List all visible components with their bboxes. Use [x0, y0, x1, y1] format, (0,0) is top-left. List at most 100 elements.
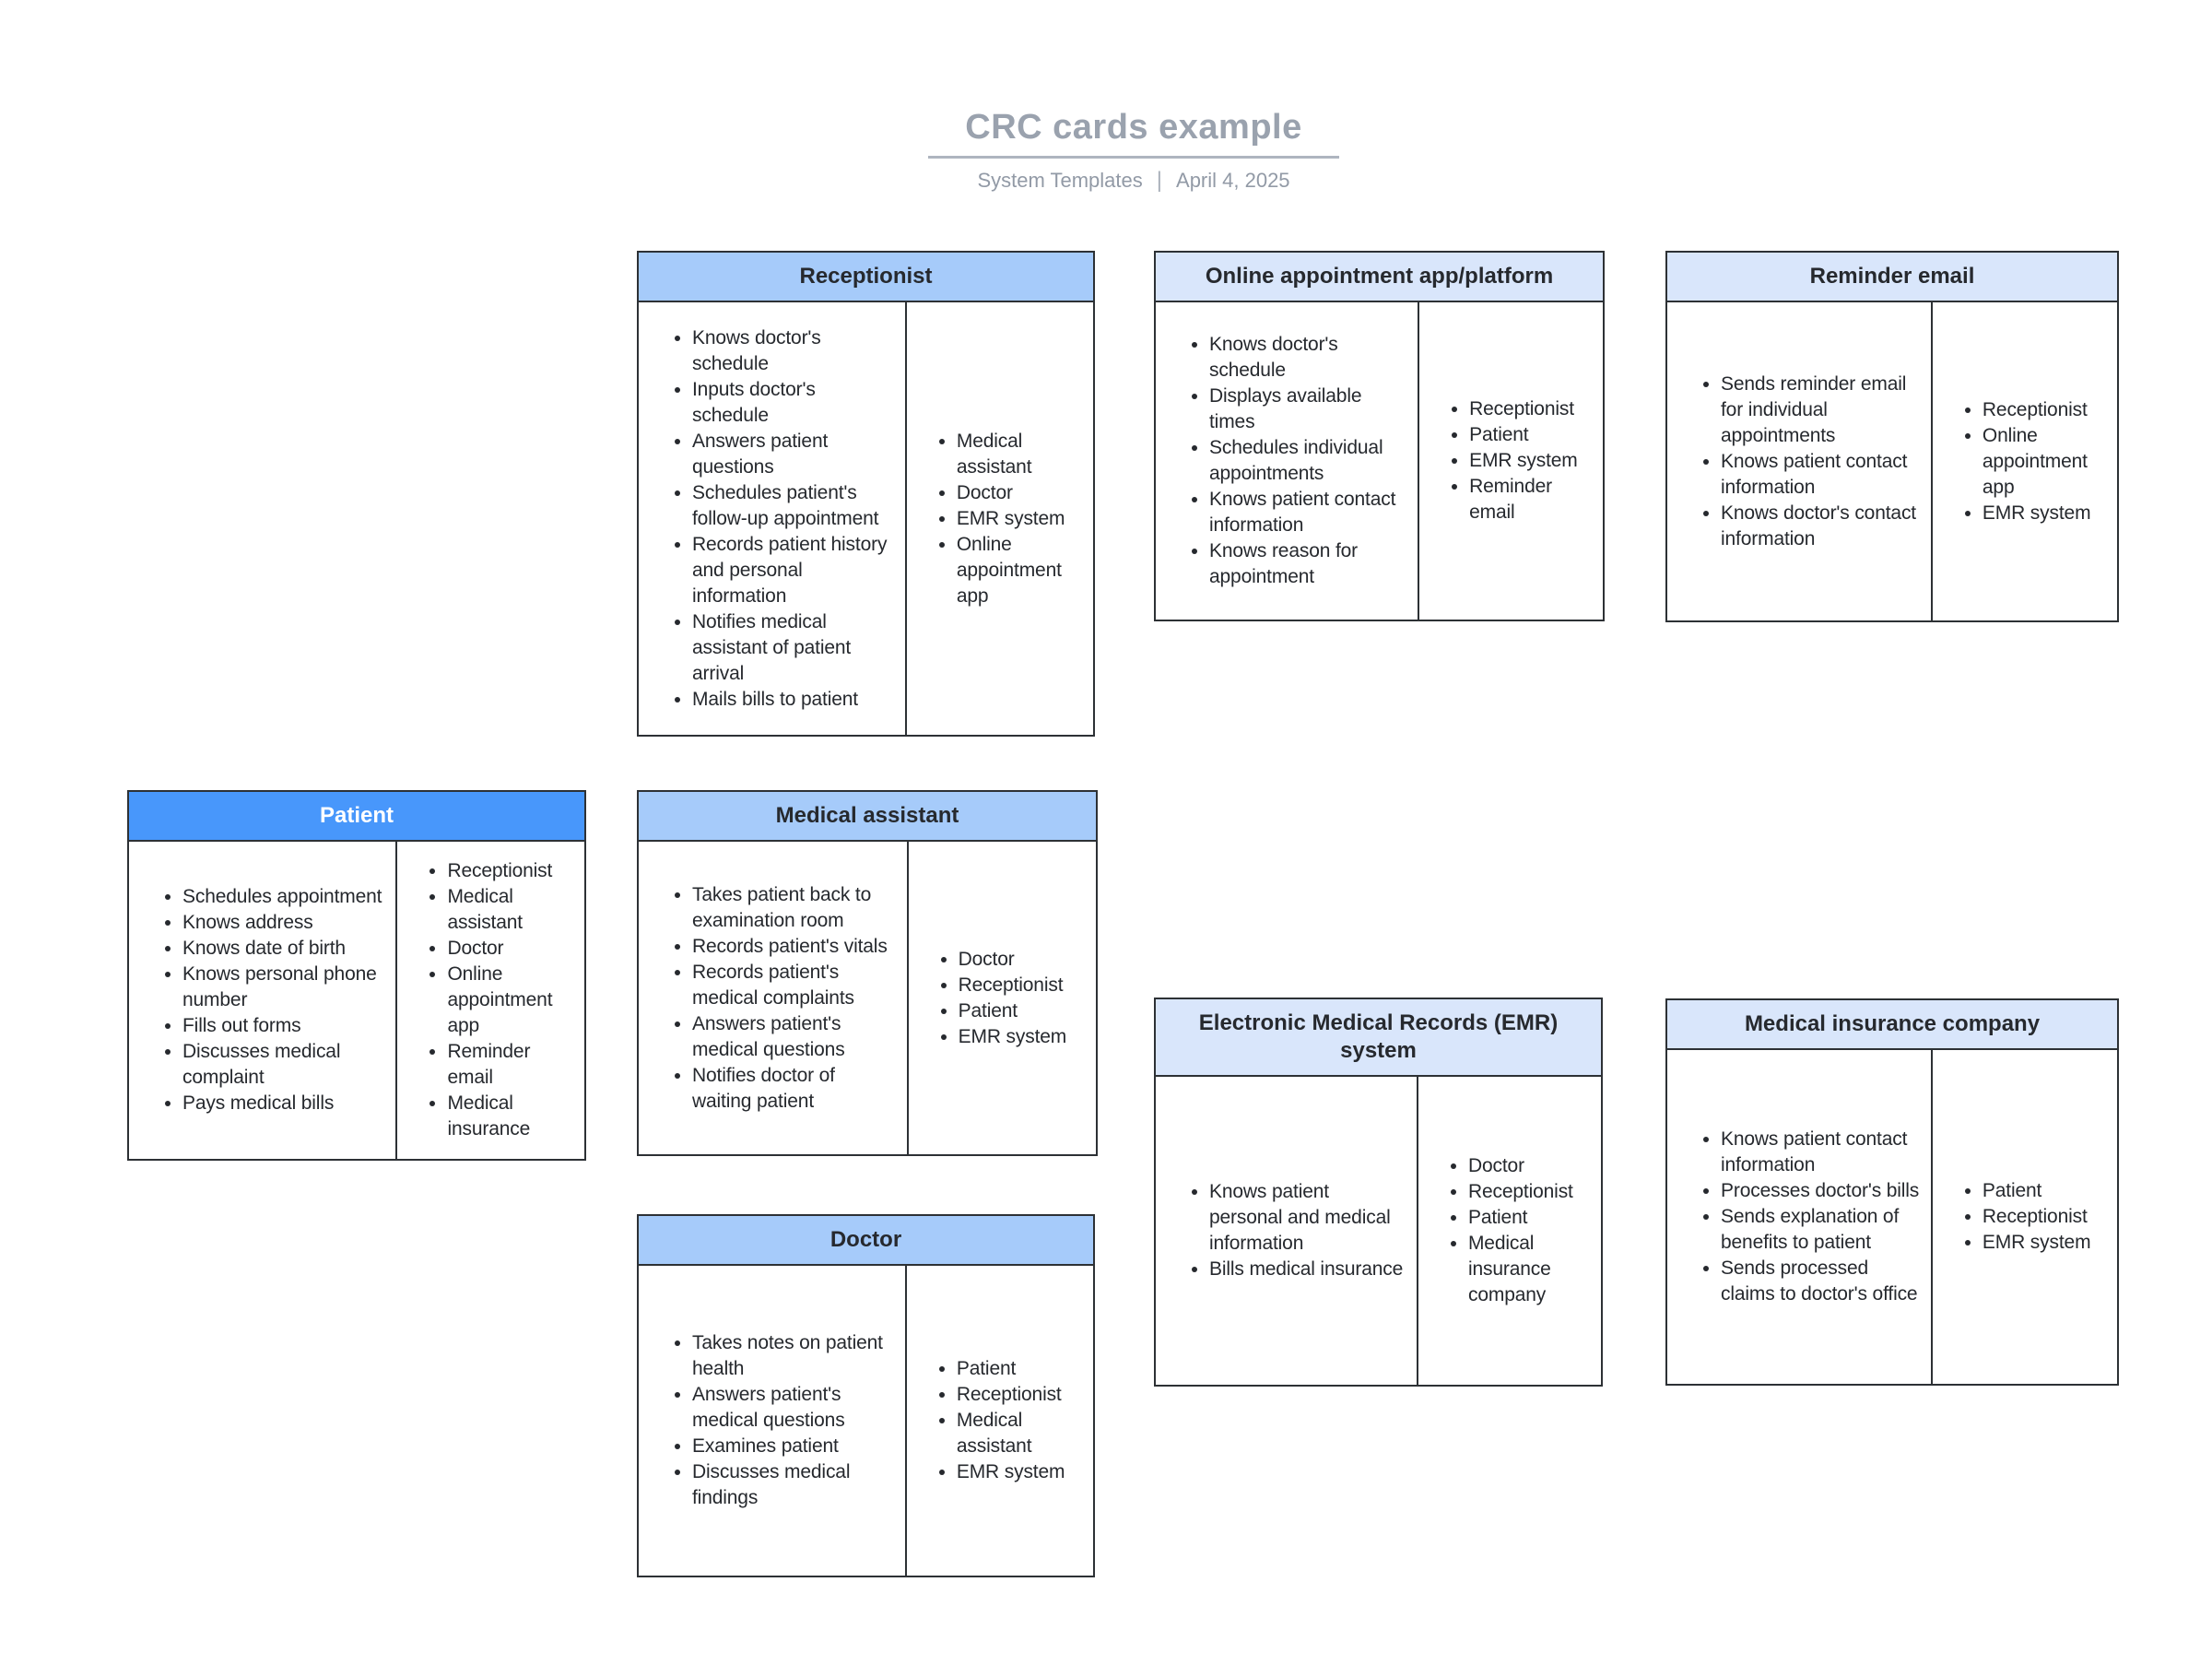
bullet-item: Medical insurance — [447, 1091, 579, 1142]
bullet-item: Knows doctor's schedule — [1209, 332, 1408, 384]
responsibilities-column: Takes notes on patient healthAnswers pat… — [639, 1266, 907, 1576]
bullet-item: Fills out forms — [182, 1013, 386, 1039]
bullet-item: Takes patient back to examination room — [692, 882, 898, 934]
bullet-item: Knows reason for appointment — [1209, 538, 1408, 590]
card-title: Reminder email — [1667, 253, 2117, 302]
card-body: Knows patient contact informationProcess… — [1667, 1050, 2117, 1384]
bullet-item: Pays medical bills — [182, 1091, 386, 1116]
bullet-item: Medical assistant — [957, 1408, 1088, 1459]
bullet-item: Patient — [957, 1356, 1088, 1382]
bullet-item: Reminder email — [1469, 474, 1597, 525]
card-title: Online appointment app/platform — [1156, 253, 1603, 302]
bullet-item: Doctor — [1468, 1153, 1595, 1179]
bullet-item: Processes doctor's bills — [1721, 1178, 1922, 1204]
collaborators-list: ReceptionistOnline appointment appEMR sy… — [1933, 390, 2117, 534]
bullet-item: Online appointment app — [1983, 423, 2112, 501]
collaborators-list: PatientReceptionistEMR system — [1933, 1171, 2097, 1263]
responsibilities-column: Takes patient back to examination roomRe… — [639, 842, 909, 1154]
card-body: Takes notes on patient healthAnswers pat… — [639, 1266, 1093, 1576]
bullet-item: Answers patient questions — [692, 429, 896, 480]
responsibilities-list: Schedules appointmentKnows addressKnows … — [129, 877, 395, 1124]
bullet-item: Schedules patient's follow-up appointmen… — [692, 480, 896, 532]
bullet-item: Patient — [1469, 422, 1597, 448]
responsibilities-list: Takes patient back to examination roomRe… — [639, 875, 907, 1122]
bullet-item: Medical assistant — [957, 429, 1088, 480]
bullet-item: Knows date of birth — [182, 936, 386, 962]
collaborators-column: DoctorReceptionistPatientMedical insuran… — [1418, 1077, 1601, 1385]
responsibilities-column: Knows patient contact informationProcess… — [1667, 1050, 1933, 1384]
bullet-item: Receptionist — [957, 1382, 1088, 1408]
bullet-item: Doctor — [957, 480, 1088, 506]
bullet-item: Reminder email — [447, 1039, 579, 1091]
collaborators-column: ReceptionistPatientEMR systemReminder em… — [1419, 302, 1603, 620]
crc-card-online-appointment-app[interactable]: Online appointment app/platform Knows do… — [1154, 251, 1605, 621]
crc-card-reminder-email[interactable]: Reminder email Sends reminder email for … — [1665, 251, 2119, 622]
bullet-item: Receptionist — [447, 858, 579, 884]
bullet-item: EMR system — [1983, 1230, 2091, 1256]
bullet-item: Medical insurance company — [1468, 1231, 1595, 1308]
bullet-item: Patient — [1983, 1178, 2091, 1204]
bullet-item: Medical assistant — [447, 884, 579, 936]
bullet-item: Discusses medical findings — [692, 1459, 896, 1511]
responsibilities-list: Knows patient personal and medical infor… — [1156, 1172, 1417, 1290]
subtitle-date: April 4, 2025 — [1176, 169, 1290, 192]
collaborators-column: DoctorReceptionistPatientEMR system — [909, 842, 1096, 1154]
crc-card-medical-assistant[interactable]: Medical assistant Takes patient back to … — [637, 790, 1098, 1156]
collaborators-column: ReceptionistOnline appointment appEMR sy… — [1933, 302, 2117, 620]
crc-card-receptionist[interactable]: Receptionist Knows doctor's scheduleInpu… — [637, 251, 1095, 737]
crc-card-emr-system[interactable]: Electronic Medical Records (EMR) system … — [1154, 998, 1603, 1387]
bullet-item: Knows patient personal and medical infor… — [1209, 1179, 1407, 1257]
bullet-item: Knows patient contact information — [1721, 449, 1922, 501]
responsibilities-list: Knows doctor's scheduleDisplays availabl… — [1156, 325, 1418, 597]
responsibilities-list: Takes notes on patient healthAnswers pat… — [639, 1323, 905, 1518]
card-title: Electronic Medical Records (EMR) system — [1156, 999, 1601, 1077]
card-title: Patient — [129, 792, 584, 842]
bullet-item: Receptionist — [1469, 396, 1597, 422]
bullet-item: Takes notes on patient health — [692, 1330, 896, 1382]
title-block: CRC cards example System Templates | Apr… — [928, 107, 1339, 192]
crc-card-medical-insurance-company[interactable]: Medical insurance company Knows patient … — [1665, 998, 2119, 1386]
bullet-item: Knows patient contact information — [1721, 1127, 1922, 1178]
bullet-item: Knows address — [182, 910, 386, 936]
card-body: Knows doctor's scheduleInputs doctor's s… — [639, 302, 1093, 735]
collaborators-list: DoctorReceptionistPatientMedical insuran… — [1418, 1146, 1601, 1316]
bullet-item: Online appointment app — [447, 962, 579, 1039]
responsibilities-column: Knows patient personal and medical infor… — [1156, 1077, 1418, 1385]
responsibilities-column: Schedules appointmentKnows addressKnows … — [129, 842, 398, 1159]
bullet-item: Knows personal phone number — [182, 962, 386, 1013]
card-body: Schedules appointmentKnows addressKnows … — [129, 842, 584, 1159]
bullet-item: Answers patient's medical questions — [692, 1382, 896, 1434]
card-title: Doctor — [639, 1216, 1093, 1266]
bullet-item: Doctor — [447, 936, 579, 962]
responsibilities-list: Knows doctor's scheduleInputs doctor's s… — [639, 318, 905, 720]
bullet-item: Knows patient contact information — [1209, 487, 1408, 538]
card-body: Knows doctor's scheduleDisplays availabl… — [1156, 302, 1603, 620]
bullet-item: EMR system — [1983, 501, 2112, 526]
collaborators-list: ReceptionistMedical assistantDoctorOnlin… — [397, 851, 584, 1150]
responsibilities-list: Knows patient contact informationProcess… — [1667, 1119, 1931, 1315]
collaborators-column: PatientReceptionistEMR system — [1933, 1050, 2117, 1384]
card-body: Knows patient personal and medical infor… — [1156, 1077, 1601, 1385]
bullet-item: Online appointment app — [957, 532, 1088, 609]
bullet-item: EMR system — [1469, 448, 1597, 474]
bullet-item: EMR system — [957, 506, 1088, 532]
page-title: CRC cards example — [965, 108, 1302, 147]
bullet-item: Receptionist — [1983, 397, 2112, 423]
collaborators-list: PatientReceptionistMedical assistantEMR … — [907, 1349, 1093, 1493]
bullet-item: Receptionist — [1983, 1204, 2091, 1230]
responsibilities-column: Knows doctor's scheduleDisplays availabl… — [1156, 302, 1420, 620]
card-body: Takes patient back to examination roomRe… — [639, 842, 1096, 1154]
collaborators-list: ReceptionistPatientEMR systemReminder em… — [1419, 389, 1603, 533]
bullet-item: Displays available times — [1209, 384, 1408, 435]
bullet-item: Doctor — [959, 947, 1067, 973]
crc-card-doctor[interactable]: Doctor Takes notes on patient healthAnsw… — [637, 1214, 1095, 1577]
bullet-item: Sends processed claims to doctor's offic… — [1721, 1256, 1922, 1307]
bullet-item: Mails bills to patient — [692, 687, 896, 713]
card-title: Medical assistant — [639, 792, 1096, 842]
bullet-item: Knows doctor's contact information — [1721, 501, 1922, 552]
collaborators-list: DoctorReceptionistPatientEMR system — [909, 939, 1073, 1057]
crc-card-patient[interactable]: Patient Schedules appointmentKnows addre… — [127, 790, 586, 1161]
bullet-item: Bills medical insurance — [1209, 1257, 1407, 1282]
subtitle-separator: | — [1156, 168, 1163, 193]
